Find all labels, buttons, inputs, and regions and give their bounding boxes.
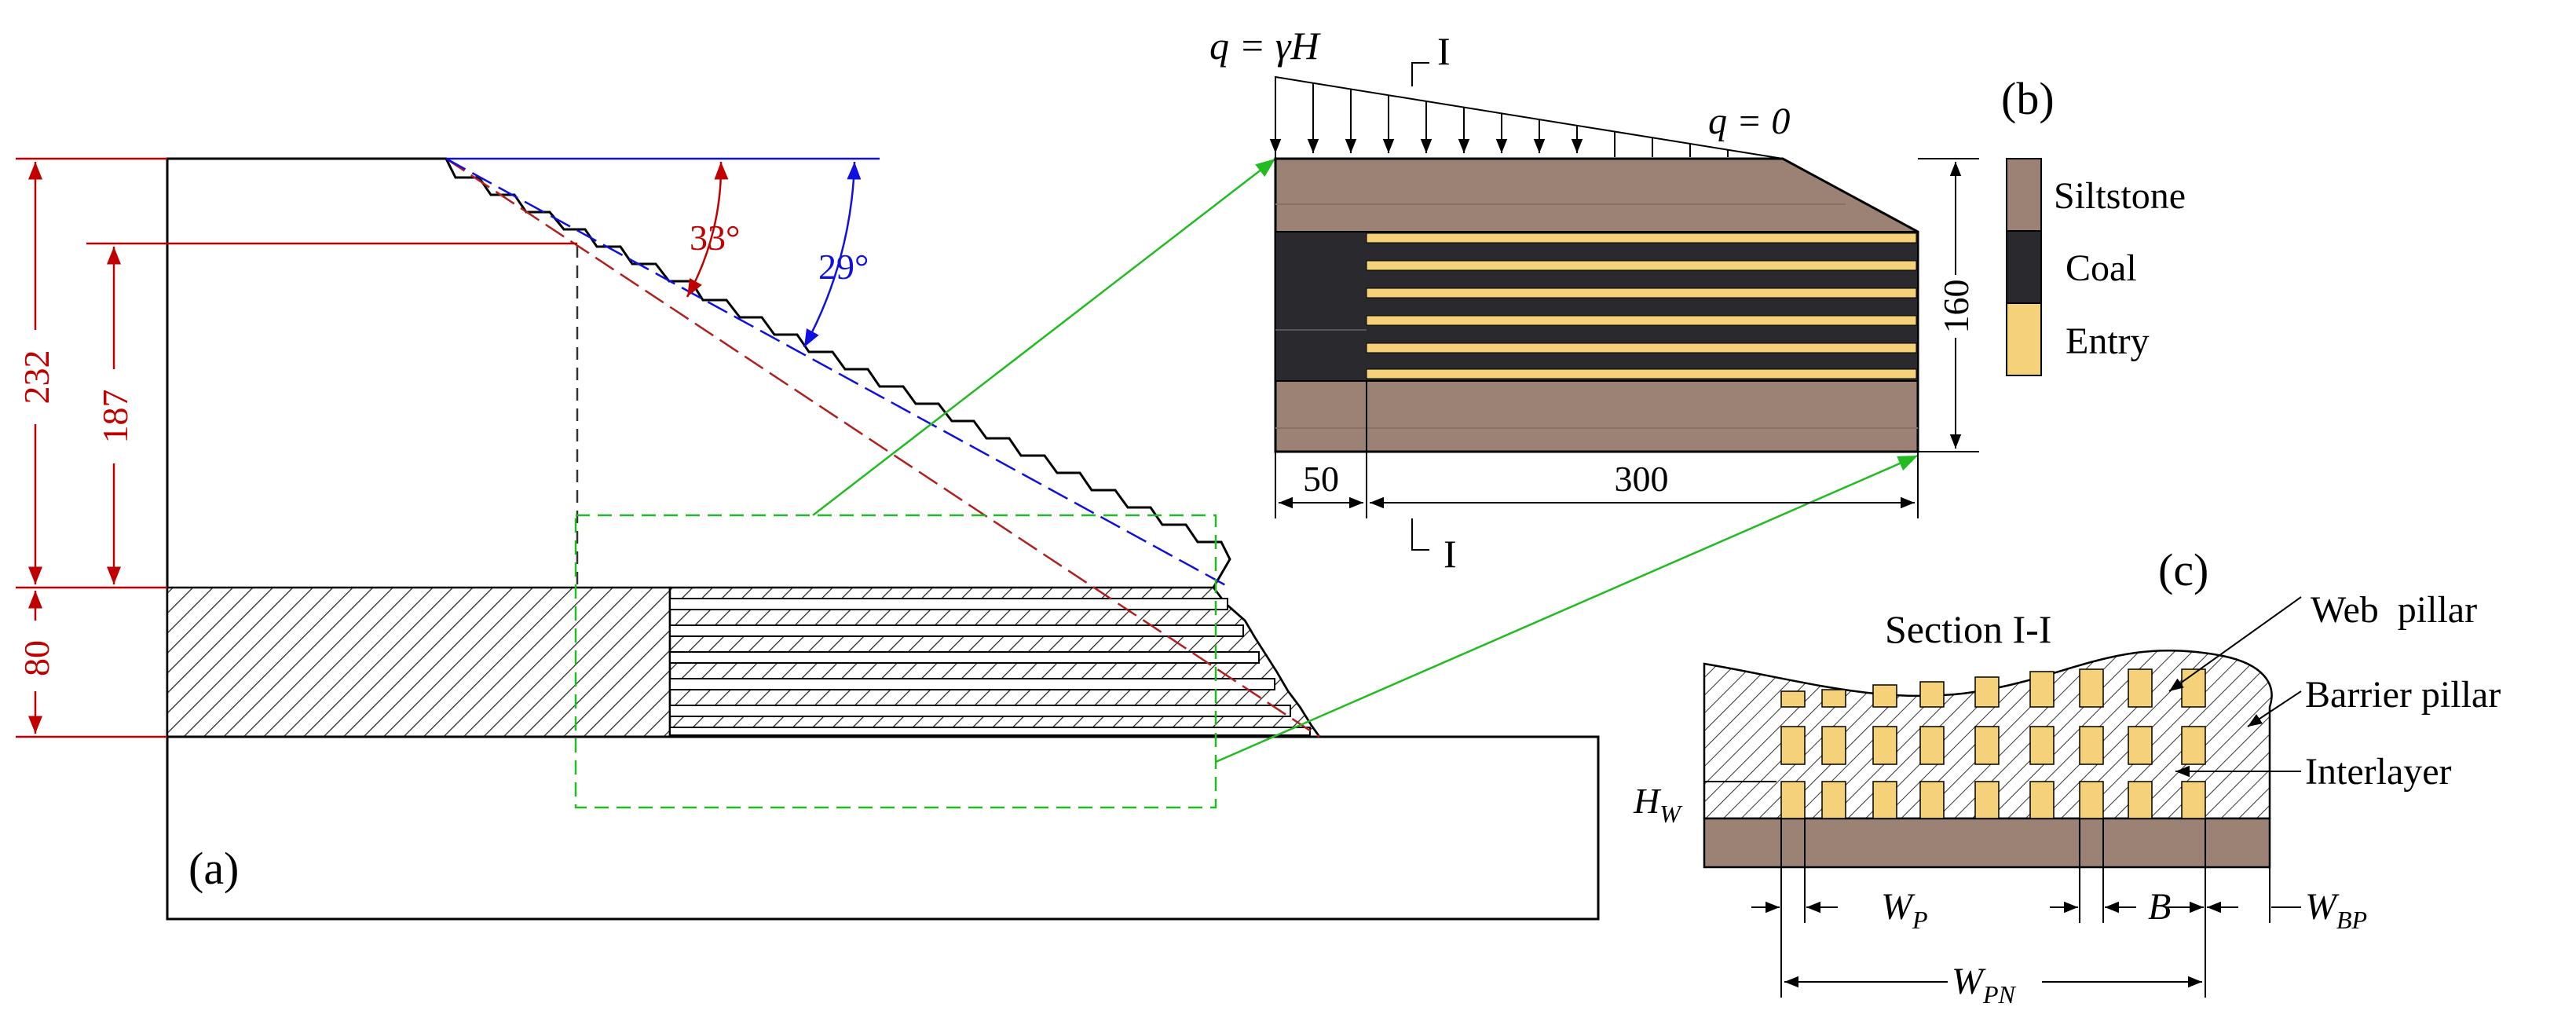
entry-block — [2181, 781, 2206, 819]
label-web-pillar: Web pillar — [2311, 589, 2477, 631]
entry-block — [1872, 684, 1897, 708]
red-angle-line — [445, 157, 1320, 738]
dim-300-label: 300 — [1615, 459, 1669, 499]
dim-187-label: 187 — [95, 390, 135, 444]
entry-block — [2181, 668, 2206, 708]
entry-block — [2128, 726, 2153, 765]
entry-block — [2029, 781, 2055, 819]
section-mark-bottom-label: I — [1444, 532, 1457, 576]
entry-strip — [669, 678, 1275, 690]
entry-block — [1821, 726, 1846, 765]
hw-label: HW — [1633, 781, 1683, 828]
entry-block — [1919, 681, 1945, 708]
legend-swatch-entry — [2006, 302, 2042, 376]
entry-block — [2079, 726, 2104, 765]
section-mark-bottom — [1411, 518, 1429, 551]
label-barrier-pillar: Barrier pillar — [2305, 674, 2501, 716]
entry-block — [1821, 689, 1846, 708]
coal-seam-b — [1275, 231, 1919, 382]
legend-swatch-coal — [2006, 230, 2042, 304]
entry-block — [2029, 726, 2055, 765]
load-left-label: q = γH — [1209, 24, 1321, 68]
red-angle-label: 33° — [690, 218, 740, 258]
panel-c: (c) Section I-I — [1633, 544, 2501, 1009]
entry-block — [2181, 726, 2206, 765]
legend-swatch-siltstone — [2006, 158, 2042, 232]
floor-siltstone — [1703, 817, 2271, 869]
entry-block — [1780, 726, 1806, 765]
entry-block — [1974, 781, 2000, 819]
panel-a-label: (a) — [188, 843, 239, 894]
entry-block — [2079, 668, 2104, 708]
entry-bar — [1366, 233, 1917, 244]
blue-angle-line — [445, 157, 1231, 589]
entry-block — [2029, 671, 2055, 708]
panel-c-label: (c) — [2158, 544, 2208, 595]
dim-50-label: 50 — [1303, 459, 1339, 499]
entry-block — [1974, 676, 2000, 708]
entries-a — [669, 598, 1311, 736]
label-interlayer: Interlayer — [2305, 751, 2452, 793]
wpn-label: WPN — [1952, 961, 2017, 1009]
entry-block — [1919, 726, 1945, 765]
entry-bar — [1366, 287, 1917, 298]
blue-angle-label: 29° — [818, 247, 869, 287]
leader-web-pillar — [2168, 596, 2302, 692]
load-right-label: q = 0 — [1708, 101, 1790, 142]
section-mark-top — [1411, 62, 1429, 86]
entry-bar — [1366, 260, 1917, 271]
entry-strip — [669, 705, 1291, 717]
legend: Siltstone Coal Entry — [2006, 158, 2186, 376]
entry-grid-c — [1780, 668, 2206, 819]
b-label: B — [2148, 886, 2171, 928]
entry-strip — [669, 598, 1228, 610]
entry-block — [2128, 668, 2153, 708]
panel-a: 33° 29° 232 187 80 (a) — [16, 157, 1919, 921]
entry-strip — [669, 727, 1311, 736]
wp-label: WP — [1881, 886, 1928, 934]
entry-block — [1919, 781, 1945, 819]
entry-block — [2128, 781, 2153, 819]
dim-80-label: 80 — [16, 640, 57, 676]
section-title: Section I-I — [1885, 607, 2051, 651]
legend-label-coal: Coal — [2066, 247, 2137, 289]
entry-block — [1974, 726, 2000, 765]
leader-barrier-pillar — [2247, 690, 2302, 727]
dim-232-label: 232 — [16, 350, 57, 405]
panel-b: q = γH q = 0 I I 50 300 160 (b) Siltston — [1209, 24, 2186, 576]
entry-bar — [1366, 342, 1917, 353]
blue-angle-arc — [803, 161, 862, 348]
load-arrows — [1269, 77, 1729, 157]
coal-seam-hatch — [166, 586, 671, 738]
entry-block — [1872, 726, 1897, 765]
entries-b — [1366, 233, 1917, 379]
entry-bar — [1366, 315, 1917, 326]
zoom-box — [574, 514, 1217, 809]
entry-strip — [669, 651, 1260, 664]
panel-b-label: (b) — [2001, 73, 2055, 124]
dim-160-label: 160 — [1936, 280, 1976, 334]
entry-block — [2079, 781, 2104, 819]
entry-strip — [669, 624, 1244, 637]
legend-label-entry: Entry — [2066, 320, 2150, 362]
zoom-connector-top — [812, 158, 1276, 516]
entry-bar — [1366, 368, 1917, 379]
section-mark-top-label: I — [1437, 29, 1451, 73]
entry-block — [1780, 690, 1806, 708]
legend-label-siltstone: Siltstone — [2054, 175, 2186, 217]
wbp-label: WBP — [2305, 886, 2367, 934]
entry-block — [1821, 781, 1846, 819]
entry-block — [1780, 781, 1806, 819]
red-angle-arc — [686, 161, 729, 298]
entry-block — [1872, 781, 1897, 819]
